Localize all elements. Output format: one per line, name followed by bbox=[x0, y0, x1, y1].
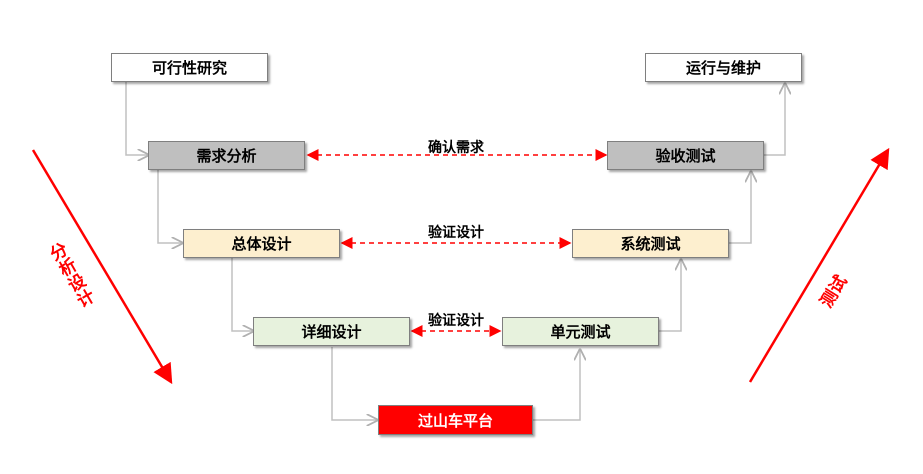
connector-feasibility-to-requirements bbox=[125, 82, 148, 155]
box-feasibility-study: 可行性研究 bbox=[111, 53, 268, 82]
box-requirements-analysis: 需求分析 bbox=[148, 141, 305, 170]
label-verify-design-detailed: 验证设计 bbox=[428, 313, 484, 329]
left-diagonal-arrow bbox=[31, 149, 173, 385]
connector-detailed-to-platform bbox=[331, 347, 377, 420]
connector-unit-to-system bbox=[659, 260, 681, 332]
connector-platform-to-unit bbox=[533, 350, 580, 421]
connector-requirements-to-overall bbox=[157, 170, 182, 243]
right-diagonal-arrow bbox=[748, 147, 890, 383]
box-unit-test: 单元测试 bbox=[502, 317, 659, 346]
label-confirm-requirements: 确认需求 bbox=[428, 140, 484, 156]
box-detailed-design: 详细设计 bbox=[253, 317, 410, 346]
box-acceptance-test: 验收测试 bbox=[607, 141, 764, 170]
box-system-test: 系统测试 bbox=[572, 229, 729, 258]
label-verify-design-overall: 验证设计 bbox=[428, 225, 484, 241]
box-operation-maintenance: 运行与维护 bbox=[645, 53, 802, 82]
connector-overall-to-detailed bbox=[231, 258, 253, 331]
box-overall-design: 总体设计 bbox=[183, 229, 340, 258]
connector-system-to-acceptance bbox=[729, 172, 751, 244]
connector-acceptance-to-operation bbox=[764, 84, 785, 156]
box-roller-coaster-platform: 过山车平台 bbox=[378, 405, 533, 435]
